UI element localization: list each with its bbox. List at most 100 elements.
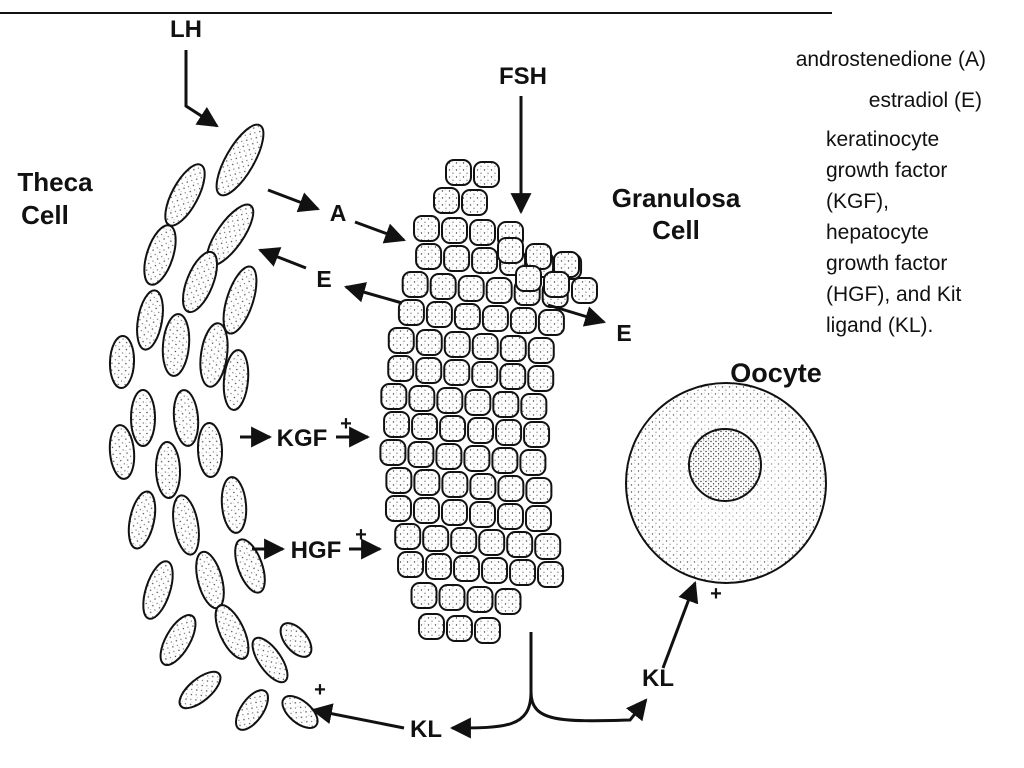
granulosa-cell: [394, 523, 422, 550]
granulosa-cell: [464, 389, 492, 416]
lh-arrow: [184, 50, 219, 128]
theca-spindle-cell: [154, 441, 182, 499]
estradiol-arrow-to-theca: [258, 247, 307, 270]
kgf-plus-sign: +: [340, 413, 352, 435]
granulosa-cell: [495, 419, 523, 446]
granulosa-cell: [401, 271, 429, 298]
granulosa-cell: [524, 505, 552, 532]
androstenedione-arrow-theca: [267, 188, 320, 213]
androstenedione-signal-label: A: [330, 200, 347, 226]
estradiol-arrow-from-granulosa: [343, 282, 403, 305]
theca-cell-layer: [108, 123, 319, 731]
granulosa-cell: [543, 271, 570, 298]
granulosa-cell: [473, 161, 500, 188]
granulosa-cell: [469, 219, 496, 246]
granulosa-cell: [435, 443, 463, 470]
granulosa-cell: [468, 501, 496, 528]
legend-growth-factors: keratinocyte growth factor (KGF), hepato…: [826, 124, 1006, 341]
theca-spindle-cell: [172, 494, 200, 556]
granulosa-cell: [422, 525, 450, 552]
granulosa-cell: [491, 447, 519, 474]
granulosa-cell: [461, 189, 488, 216]
granulosa-cell: [440, 499, 468, 526]
theca-spindle-cell: [164, 163, 206, 227]
granulosa-cell: [443, 331, 471, 358]
kl-stem: [449, 632, 533, 739]
legend-gf-line: ligand (KL).: [826, 314, 934, 337]
granulosa-cell: [473, 617, 501, 644]
theca-spindle-cell: [178, 670, 222, 710]
granulosa-cell: [499, 363, 527, 390]
legend-androstenedione: androstenedione (A): [795, 48, 986, 71]
granulosa-cell: [506, 531, 534, 558]
theca-spindle-cell: [220, 476, 248, 534]
theca-spindle-cell: [142, 560, 174, 620]
oocyte-label: Oocyte: [730, 358, 822, 388]
theca-spindle-cell: [215, 123, 265, 197]
theca-spindle-cell: [161, 313, 191, 377]
granulosa-cell: [387, 327, 415, 354]
granulosa-cell: [433, 187, 460, 214]
fsh-label: FSH: [499, 63, 547, 90]
granulosa-cell: [443, 245, 471, 272]
legend-gf-line: growth factor: [826, 252, 948, 275]
granulosa-cell: [466, 586, 494, 613]
granulosa-cell: [408, 385, 436, 412]
granulosa-cell: [481, 557, 509, 584]
theca-spindle-cell: [136, 289, 164, 351]
granulosa-cell: [478, 529, 506, 556]
granulosa-cell: [481, 305, 509, 332]
granulosa-cell: [407, 441, 435, 468]
granulosa-cell: [415, 243, 443, 270]
granulosa-cell: [520, 393, 548, 420]
theca-spindle-cell: [130, 389, 156, 447]
theca-spindle-cell: [235, 689, 269, 731]
kl-oocyte-plus-sign: +: [710, 583, 722, 605]
granulosa-cell-label-line1: Granulosa: [612, 183, 741, 213]
granulosa-cell-layer: [379, 159, 598, 644]
granulosa-cell: [471, 361, 499, 388]
theca-spindle-cell: [222, 265, 258, 335]
granulosa-cell: [429, 273, 457, 300]
legend-gf-line: keratinocyte: [826, 128, 940, 151]
theca-spindle-cell: [182, 250, 218, 314]
theca-spindle-cell: [159, 614, 197, 666]
granulosa-cell: [413, 469, 441, 496]
granulosa-cell: [523, 421, 551, 448]
kgf-signal-label: KGF: [277, 425, 328, 452]
granulosa-cell: [457, 275, 485, 302]
theca-spindle-cell: [199, 322, 229, 388]
theca-spindle-cell: [143, 224, 177, 286]
theca-spindle-cell: [172, 389, 200, 447]
granulosa-cell: [415, 329, 443, 356]
estradiol-signal-label-left: E: [316, 266, 331, 292]
androstenedione-arrow-granulosa: [354, 220, 406, 244]
granulosa-cell: [453, 555, 481, 582]
granulosa-cell: [410, 582, 438, 609]
kl-arrow-oocyte-branch: [529, 691, 648, 723]
kl-theca-plus-sign: +: [314, 679, 326, 701]
theca-spindle-cell: [108, 335, 136, 389]
granulosa-cell: [383, 411, 411, 438]
granulosa-cell: [387, 355, 415, 382]
granulosa-cell: [438, 584, 466, 611]
granulosa-cell: [443, 359, 471, 386]
granulosa-cell: [497, 237, 524, 264]
granulosa-cell: [485, 277, 513, 304]
kl-arrow-theca: [310, 703, 405, 730]
theca-spindle-cell: [214, 604, 250, 660]
granulosa-cell: [534, 533, 562, 560]
granulosa-cell: [471, 247, 499, 274]
granulosa-cell: [425, 553, 453, 580]
granulosa-cell: [380, 383, 408, 410]
lh-label: LH: [170, 16, 202, 43]
granulosa-cell: [492, 391, 520, 418]
granulosa-cell: [397, 551, 425, 578]
legend-gf-line: (HGF), and Kit: [826, 283, 962, 306]
granulosa-cell: [571, 277, 598, 304]
granulosa-cell: [463, 445, 491, 472]
granulosa-cell: [436, 387, 464, 414]
granulosa-cell: [496, 503, 524, 530]
granulosa-cell: [379, 439, 407, 466]
